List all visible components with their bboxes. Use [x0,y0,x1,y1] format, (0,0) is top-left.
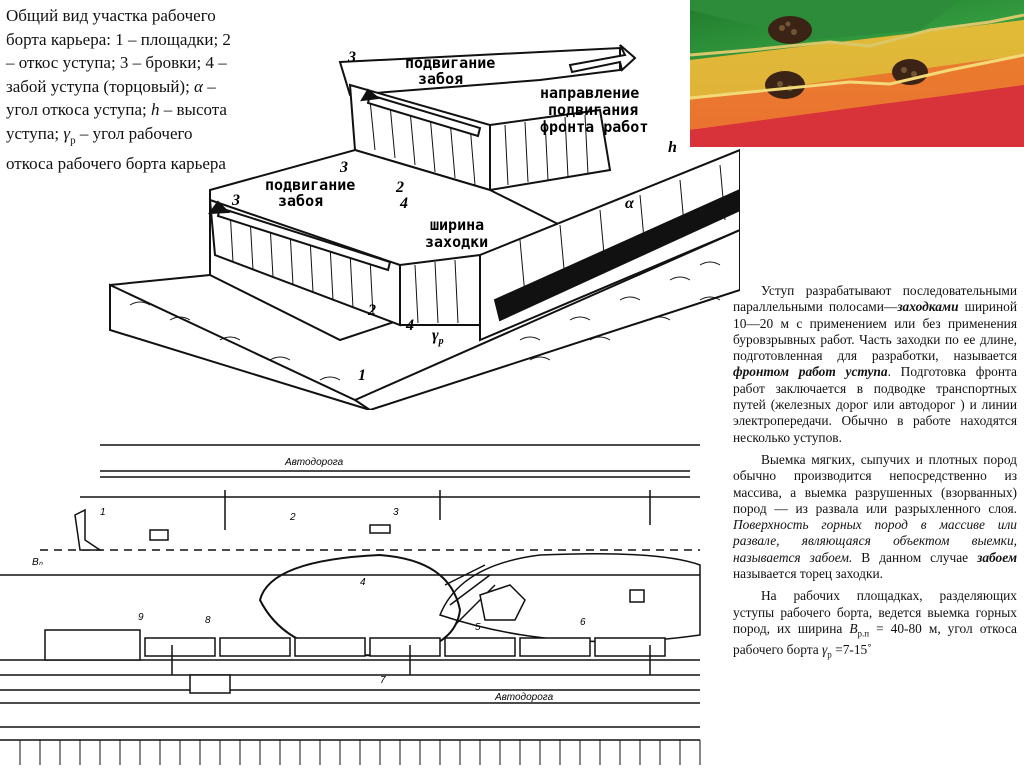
svg-text:подвигания: подвигания [548,101,638,119]
svg-text:5: 5 [475,622,481,633]
svg-text:3: 3 [231,192,240,209]
svg-text:4: 4 [405,317,414,334]
svg-text:подвигание: подвигание [405,54,495,72]
svg-text:заходки: заходки [425,233,488,251]
svg-text:подвигание: подвигание [265,176,355,194]
quarry-plan-view: Автодорога Автодорога 1 2 3 4 5 6 7 8 9 … [0,435,715,767]
svg-text:3: 3 [393,507,399,518]
svg-text:забоя: забоя [278,192,323,210]
svg-text:2: 2 [367,302,376,319]
svg-text:γр: γр [432,327,444,347]
svg-text:3: 3 [347,49,356,66]
paragraph-3: На рабочих площадках, разделяющих уступы… [733,588,1017,660]
svg-text:1: 1 [100,507,106,518]
svg-text:1: 1 [358,367,366,384]
paragraph-2: Выемка мягких, сыпучих и плотных пород о… [733,451,1017,582]
explanatory-text: Уступ разрабатывают последовательными па… [733,283,1017,669]
svg-text:забоя: забоя [418,70,463,88]
svg-text:3: 3 [339,159,348,176]
paragraph-1: Уступ разрабатывают последовательными па… [733,283,1017,445]
benches-illustration [690,0,1024,147]
svg-text:2: 2 [395,179,404,196]
figure-caption: Общий вид участка рабочего борта карьера… [6,6,231,174]
svg-text:h: h [668,139,677,156]
svg-text:Автодорога: Автодорога [284,457,344,468]
svg-text:4: 4 [360,577,366,588]
svg-text:направление: направление [540,84,639,102]
svg-text:4: 4 [399,195,408,212]
svg-text:Автодорога: Автодорога [494,692,554,703]
svg-text:2: 2 [289,512,296,523]
bench-block-diagram: подвигание забоя подвигание забоя направ… [100,40,741,412]
svg-text:9: 9 [138,612,144,623]
svg-text:7: 7 [380,675,386,686]
svg-text:6: 6 [580,617,586,628]
svg-text:α: α [625,195,635,212]
svg-text:ширина: ширина [430,216,484,234]
svg-text:фронта работ: фронта работ [540,118,648,136]
svg-text:8: 8 [205,615,211,626]
svg-text:Bₙ: Bₙ [32,557,44,568]
